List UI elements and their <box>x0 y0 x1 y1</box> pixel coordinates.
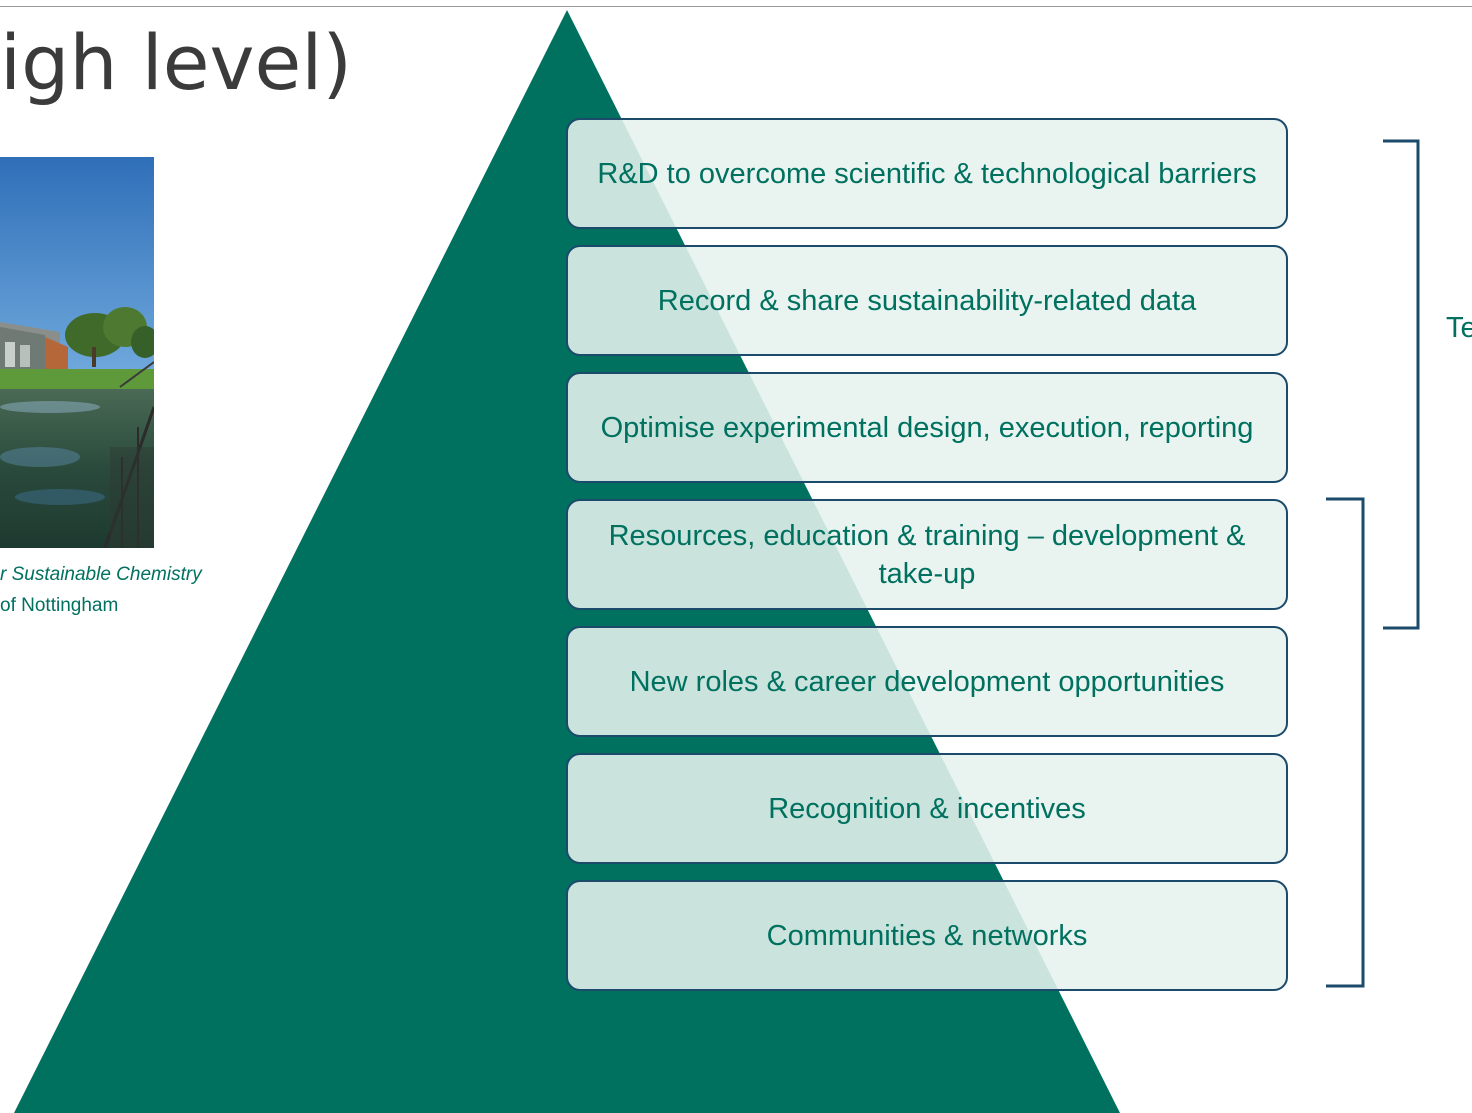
building-photo <box>0 157 154 548</box>
pyramid-level-label: Record & share sustainability-related da… <box>657 284 1197 317</box>
pyramid-level-experimental-design: Optimise experimental design, execution,… <box>566 372 1288 483</box>
pyramid-level-label: New roles & career development opportuni… <box>629 665 1225 698</box>
pyramid-level-rd: R&D to overcome scientific & technologic… <box>566 118 1288 229</box>
pyramid-level-recognition: Recognition & incentives <box>566 753 1288 864</box>
side-label: Te <box>1446 312 1472 344</box>
pyramid-level-label: Resources, education & training – develo… <box>608 519 1246 590</box>
slide-title: igh level) <box>0 18 353 107</box>
pyramid-level-label: Recognition & incentives <box>768 792 1086 825</box>
photo-caption-title: r Sustainable Chemistry <box>0 564 202 585</box>
pyramid-level-new-roles: New roles & career development opportuni… <box>566 626 1288 737</box>
pyramid-level-label: Communities & networks <box>766 919 1088 952</box>
top-divider <box>0 6 1472 7</box>
pyramid-level-resources: Resources, education & training – develo… <box>566 499 1288 610</box>
pyramid-level-data: Record & share sustainability-related da… <box>566 245 1288 356</box>
pyramid-level-communities: Communities & networks <box>566 880 1288 991</box>
photo-caption-institution: of Nottingham <box>0 595 119 616</box>
pyramid-level-label: R&D to overcome scientific & technologic… <box>597 157 1257 190</box>
pyramid-level-label: Optimise experimental design, execution,… <box>600 411 1254 444</box>
